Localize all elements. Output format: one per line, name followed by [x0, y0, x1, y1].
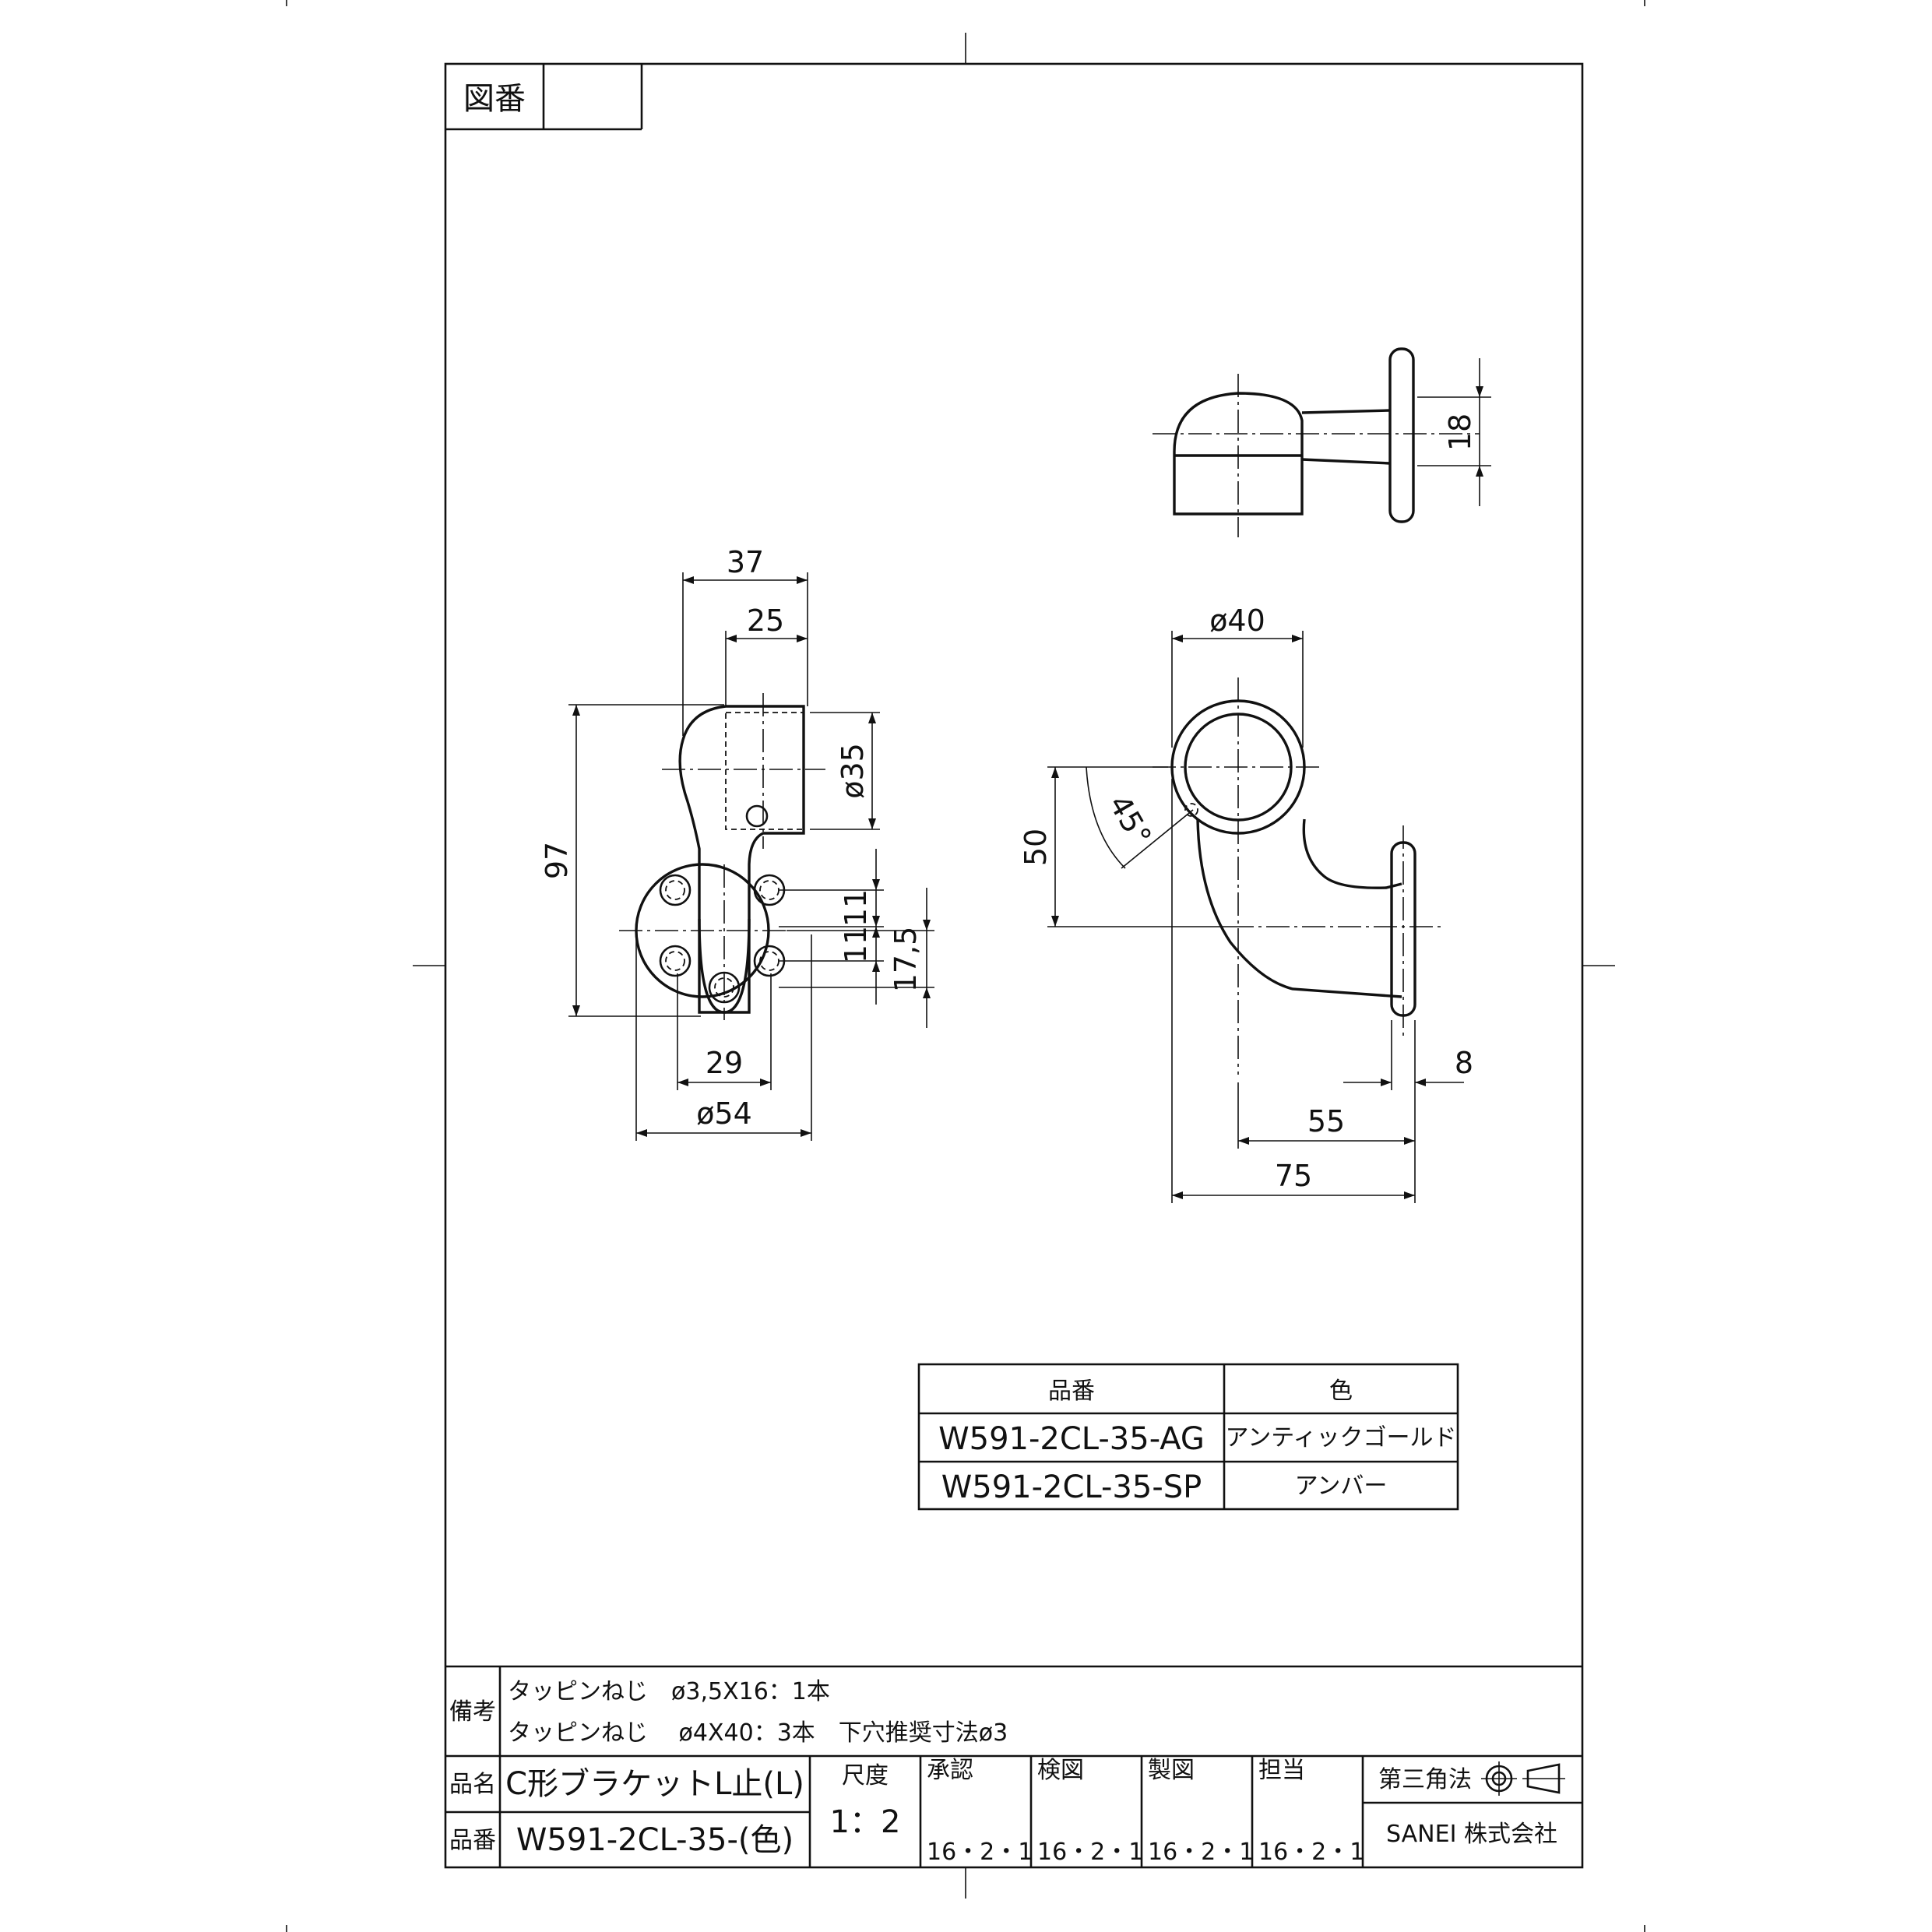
dim-97: 97 [540, 842, 574, 879]
third-angle-projection-icon [1481, 1761, 1565, 1796]
color-table-header-part: 品番 [1048, 1378, 1095, 1405]
front-view [619, 693, 825, 1020]
projection-label: 第三角法 [1378, 1766, 1472, 1793]
color-table-header-color: 色 [1329, 1378, 1353, 1405]
dim-25: 25 [747, 604, 784, 638]
color-table-row-2-color: アンバー [1295, 1473, 1388, 1500]
scale-value: 1：2 [830, 1804, 901, 1840]
dim-50: 50 [1019, 829, 1053, 866]
notes-label: 備考 [449, 1698, 496, 1726]
drawn-date: 16・2・1 [1148, 1839, 1254, 1866]
color-table: 品番 色 W591-2CL-35-AG アンティックゴールド W591-2CL-… [917, 1363, 1459, 1511]
dim-diameter-35: ø35 [836, 743, 870, 799]
notes-line-1: タッピンねじ ø3,5X16：1本 [508, 1678, 830, 1705]
color-table-row-2-part: W591-2CL-35-SP [941, 1469, 1202, 1505]
dim-45-degrees: 45° [1102, 789, 1158, 851]
side-view [1153, 677, 1441, 1075]
dim-17-5: 17,5 [889, 927, 923, 993]
approved-label: 承認 [927, 1757, 973, 1784]
screw-holes [659, 874, 786, 1004]
name-value: C形ブラケットL止(L) [505, 1766, 804, 1802]
part-label: 品番 [449, 1827, 496, 1854]
charge-label: 担当 [1258, 1757, 1305, 1784]
color-table-row-1-color: アンティックゴールド [1226, 1424, 1457, 1452]
drawing-number-box: 図番 [445, 64, 643, 131]
checked-date: 16・2・1 [1037, 1839, 1143, 1866]
checked-label: 検図 [1037, 1757, 1084, 1784]
dim-55: 55 [1307, 1104, 1345, 1138]
dim-29: 29 [706, 1046, 743, 1080]
dim-11-lower: 11 [839, 926, 873, 963]
scale-label: 尺度 [842, 1762, 889, 1789]
charge-date: 16・2・1 [1258, 1839, 1364, 1866]
title-block: 品名 C形ブラケットL止(L) 品番 W591-2CL-35-(色) 尺度 1：… [445, 1756, 1582, 1867]
dim-11-upper: 11 [839, 889, 873, 927]
top-view-dimensions: 18 [1417, 358, 1491, 506]
name-label: 品名 [449, 1771, 496, 1798]
side-view-dimensions: ø40 50 45° 8 55 75 [1019, 604, 1473, 1203]
dim-diameter-40: ø40 [1209, 604, 1265, 638]
sheet-registration-marks [286, 0, 1645, 1932]
approved-date: 16・2・1 [927, 1839, 1033, 1866]
dim-8: 8 [1455, 1046, 1473, 1080]
dim-18: 18 [1443, 413, 1477, 451]
notes-line-2: タッピンねじ ø4X40：3本 下穴推奨寸法ø3 [508, 1719, 1008, 1747]
front-view-dimensions: 37 25 97 ø35 11 11 17,5 [540, 545, 934, 1141]
top-view [1153, 347, 1480, 537]
dim-75: 75 [1275, 1159, 1312, 1193]
drawing-frame [444, 62, 1584, 1869]
company-name: SANEI 株式会社 [1386, 1821, 1557, 1848]
dim-37: 37 [727, 545, 764, 579]
drawn-label: 製図 [1148, 1757, 1195, 1784]
color-table-row-1-part: W591-2CL-35-AG [938, 1421, 1205, 1457]
drawing-number-label: 図番 [463, 81, 526, 117]
part-value: W591-2CL-35-(色) [516, 1822, 794, 1858]
dim-diameter-54: ø54 [696, 1096, 752, 1131]
notes-section: 備考 タッピンねじ ø3,5X16：1本 タッピンねじ ø4X40：3本 下穴推… [445, 1665, 1582, 1867]
